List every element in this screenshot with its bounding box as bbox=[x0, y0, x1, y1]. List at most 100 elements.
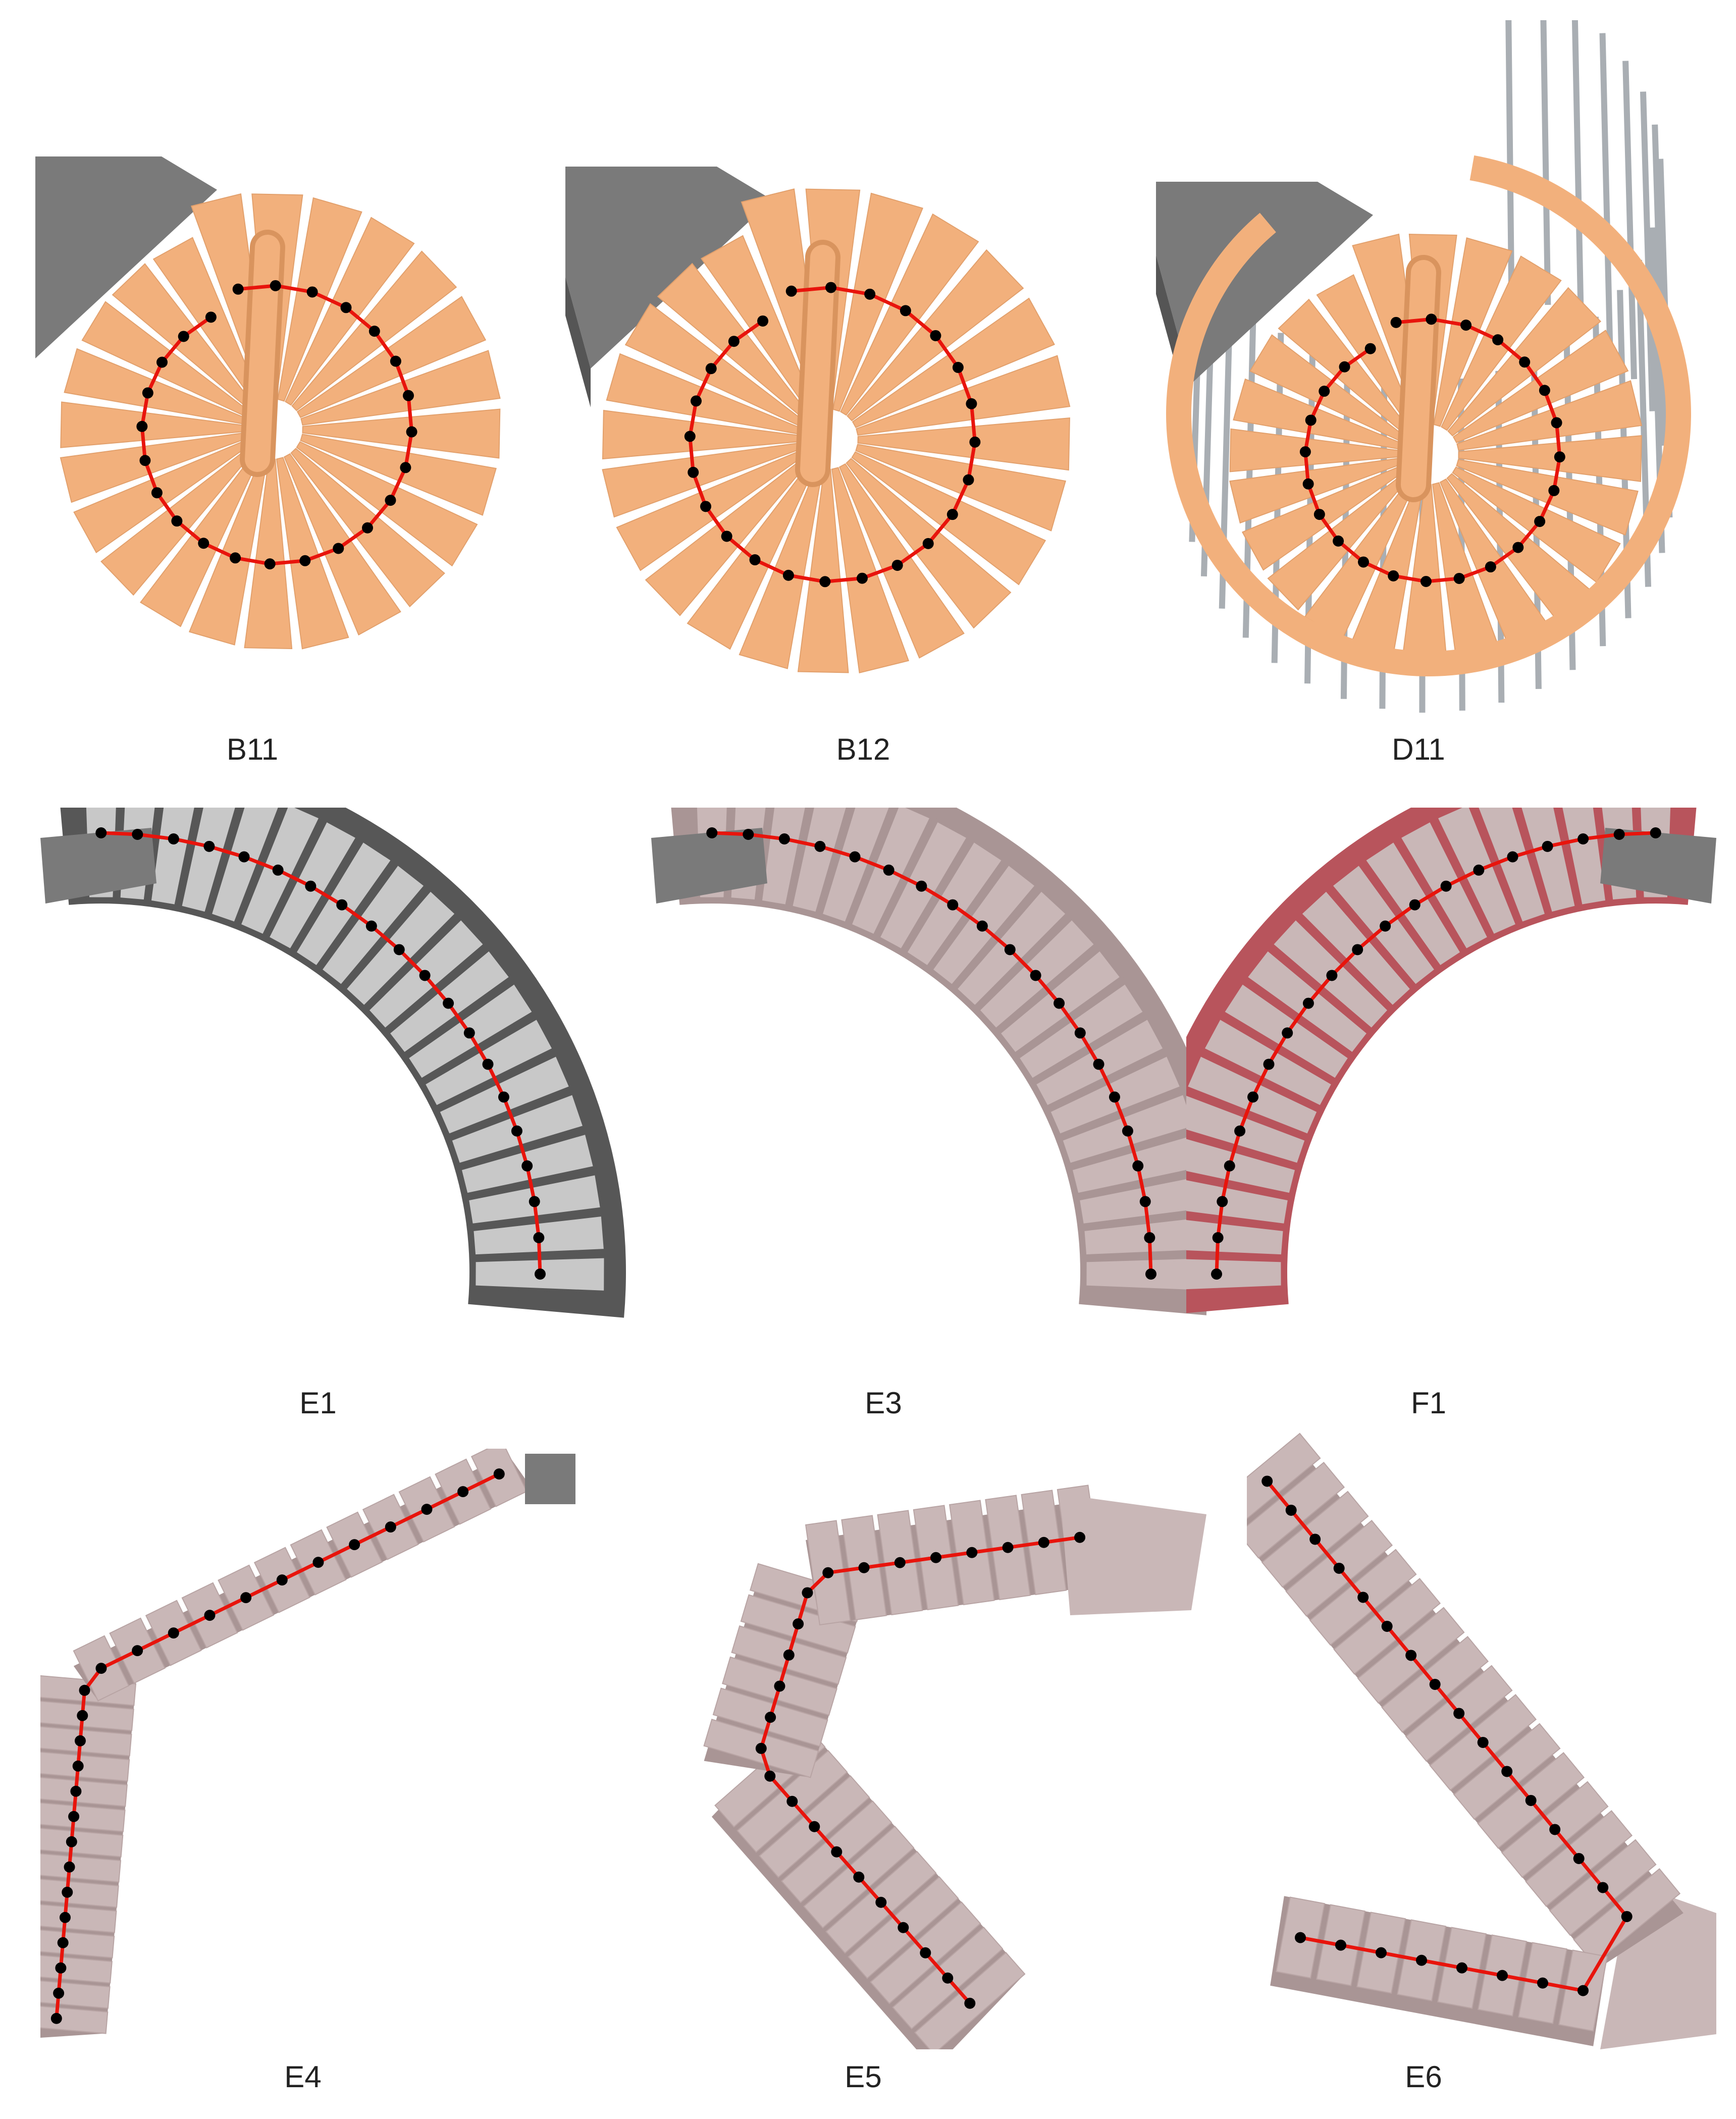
caption-e6: E6 bbox=[1405, 2060, 1442, 2094]
path-node bbox=[1224, 1160, 1235, 1172]
path-node bbox=[1542, 840, 1553, 852]
caption-e1: E1 bbox=[299, 1386, 337, 1420]
path-node bbox=[276, 1574, 288, 1586]
stair-tread bbox=[40, 1726, 132, 1757]
path-node bbox=[1549, 1824, 1561, 1835]
path-node bbox=[238, 851, 250, 863]
path-node bbox=[946, 509, 958, 520]
path-node bbox=[822, 1567, 834, 1578]
path-node bbox=[365, 920, 377, 932]
railing-baluster bbox=[1640, 91, 1656, 411]
panel-d11 bbox=[1156, 20, 1716, 727]
stair-tread bbox=[178, 808, 238, 916]
path-node bbox=[168, 833, 179, 844]
railing-baluster bbox=[1622, 61, 1638, 380]
path-node bbox=[1519, 356, 1531, 368]
walking-path-line bbox=[101, 831, 542, 1275]
path-node bbox=[856, 572, 868, 584]
path-node bbox=[299, 555, 311, 566]
path-node bbox=[774, 1680, 785, 1692]
path-node bbox=[1357, 1592, 1369, 1603]
path-node bbox=[305, 880, 317, 892]
center-column-face bbox=[800, 245, 835, 482]
path-node bbox=[947, 899, 959, 911]
path-node bbox=[858, 1562, 870, 1573]
stair-tread bbox=[832, 192, 923, 412]
stair-tread bbox=[302, 408, 501, 459]
path-node bbox=[1302, 997, 1314, 1009]
stair-tread bbox=[300, 434, 497, 516]
path-node bbox=[168, 1627, 179, 1639]
path-node bbox=[1145, 1268, 1156, 1280]
path-node bbox=[1299, 446, 1311, 458]
stair-tread bbox=[857, 417, 1070, 471]
path-node bbox=[64, 1861, 75, 1873]
path-node bbox=[922, 538, 934, 549]
walking-path-line bbox=[712, 831, 1153, 1275]
panel-e6 bbox=[1247, 1428, 1716, 2049]
staircase-d11-svg bbox=[1156, 20, 1691, 713]
path-node bbox=[700, 501, 712, 512]
path-node bbox=[95, 1663, 107, 1674]
path-node bbox=[1405, 1650, 1417, 1661]
path-node bbox=[406, 426, 417, 438]
path-node bbox=[1074, 1027, 1086, 1039]
path-node bbox=[53, 1987, 65, 1999]
path-node bbox=[898, 1922, 909, 1933]
path-node bbox=[139, 455, 151, 466]
path-node bbox=[1309, 1533, 1321, 1545]
path-node bbox=[419, 970, 431, 981]
path-node bbox=[1038, 1537, 1049, 1548]
path-node bbox=[1534, 516, 1546, 527]
path-node bbox=[1074, 1531, 1086, 1543]
landing-block-top bbox=[35, 156, 217, 358]
path-node bbox=[1539, 385, 1550, 396]
path-node bbox=[1282, 1027, 1293, 1039]
landing-block-top bbox=[651, 828, 767, 904]
path-node bbox=[1453, 1708, 1465, 1719]
path-node bbox=[70, 1785, 82, 1797]
stair-tread bbox=[1458, 435, 1642, 482]
path-node bbox=[1390, 316, 1402, 328]
railing-baluster bbox=[1540, 20, 1551, 305]
caption-e4: E4 bbox=[284, 2060, 322, 2094]
path-node bbox=[793, 1618, 804, 1630]
path-node bbox=[390, 355, 401, 367]
path-node bbox=[1420, 575, 1432, 587]
path-node bbox=[964, 1997, 976, 2009]
path-node bbox=[728, 336, 740, 347]
path-node bbox=[1139, 1196, 1151, 1207]
stair-tread bbox=[277, 197, 362, 402]
path-node bbox=[1548, 485, 1560, 496]
path-node bbox=[1217, 1196, 1228, 1207]
path-node bbox=[204, 1610, 216, 1621]
stair-tread bbox=[1186, 1136, 1299, 1197]
path-node bbox=[1492, 334, 1504, 346]
path-node bbox=[142, 387, 153, 399]
path-node bbox=[942, 1972, 954, 1984]
path-node bbox=[1537, 1977, 1548, 1989]
walking-path-line bbox=[1266, 1480, 1629, 1993]
path-node bbox=[136, 420, 148, 432]
path-node bbox=[916, 880, 927, 892]
path-node bbox=[333, 543, 344, 554]
path-node bbox=[786, 1795, 798, 1807]
panel-e4 bbox=[40, 1449, 596, 2049]
path-node bbox=[831, 1846, 843, 1858]
top-landing bbox=[1060, 1494, 1206, 1615]
path-node bbox=[1333, 1562, 1345, 1574]
path-node bbox=[891, 559, 903, 571]
path-node bbox=[230, 552, 241, 564]
path-node bbox=[1460, 320, 1472, 331]
path-node bbox=[1122, 1125, 1133, 1137]
path-node bbox=[969, 436, 981, 448]
path-node bbox=[749, 554, 761, 566]
path-node bbox=[79, 1684, 90, 1696]
staircase-e3-svg bbox=[651, 808, 1206, 1315]
walking-path-line bbox=[1215, 831, 1656, 1275]
walking-path-line bbox=[688, 286, 977, 584]
landing-block-side bbox=[565, 277, 591, 407]
path-node bbox=[705, 363, 717, 375]
path-node bbox=[966, 398, 977, 409]
path-node bbox=[864, 288, 876, 300]
